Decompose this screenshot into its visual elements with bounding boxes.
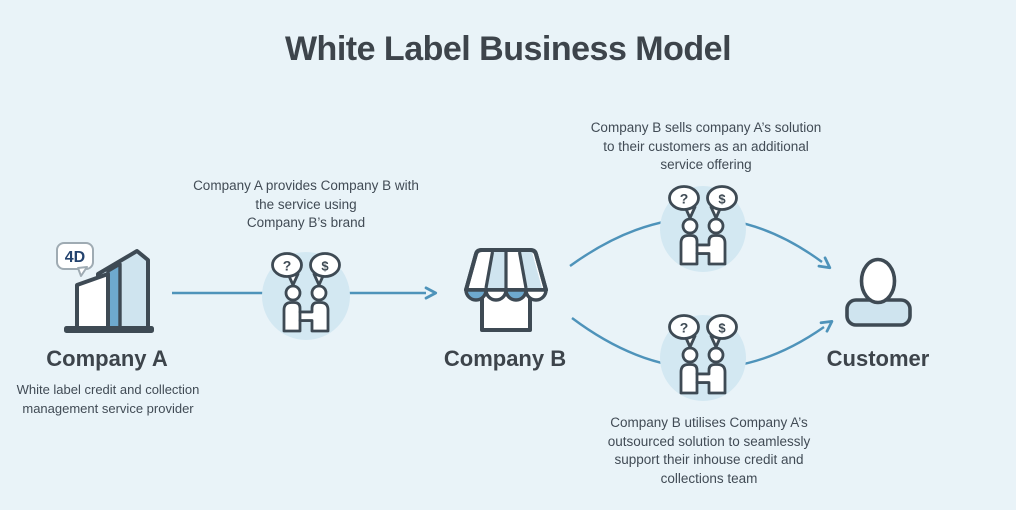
annotation-b-to-customer-bottom: Company B utilises Company A’s outsource… [607,415,811,486]
office-buildings-icon: 4D [56,242,154,333]
question-glyph: ? [680,191,689,207]
annotation-b-to-customer-top: Company B sells company A’s solution to … [590,120,822,172]
page-title: White Label Business Model [284,30,732,68]
dollar-glyph: $ [321,259,329,274]
storefront-icon [464,248,548,332]
handshake-icon-a-to-b: ? $ [262,252,350,340]
company-b-label: Company B [443,346,567,371]
svg-text:4D: 4D [65,249,85,266]
customer-label: Customer [826,346,930,371]
company-a-description: White label credit and collection manage… [16,382,200,416]
person-icon [845,257,912,327]
handshake-icon-bottom: ? $ [660,314,746,401]
dollar-glyph: $ [718,192,726,207]
question-glyph: ? [680,320,689,336]
dollar-glyph: $ [718,321,726,336]
badge-4d: 4D [56,242,94,277]
handshake-icon-top: ? $ [660,185,746,272]
company-a-label: Company A [46,346,168,371]
building-base [64,326,154,333]
question-glyph: ? [283,258,292,274]
annotation-a-to-b: Company A provides Company B with the se… [193,178,419,230]
